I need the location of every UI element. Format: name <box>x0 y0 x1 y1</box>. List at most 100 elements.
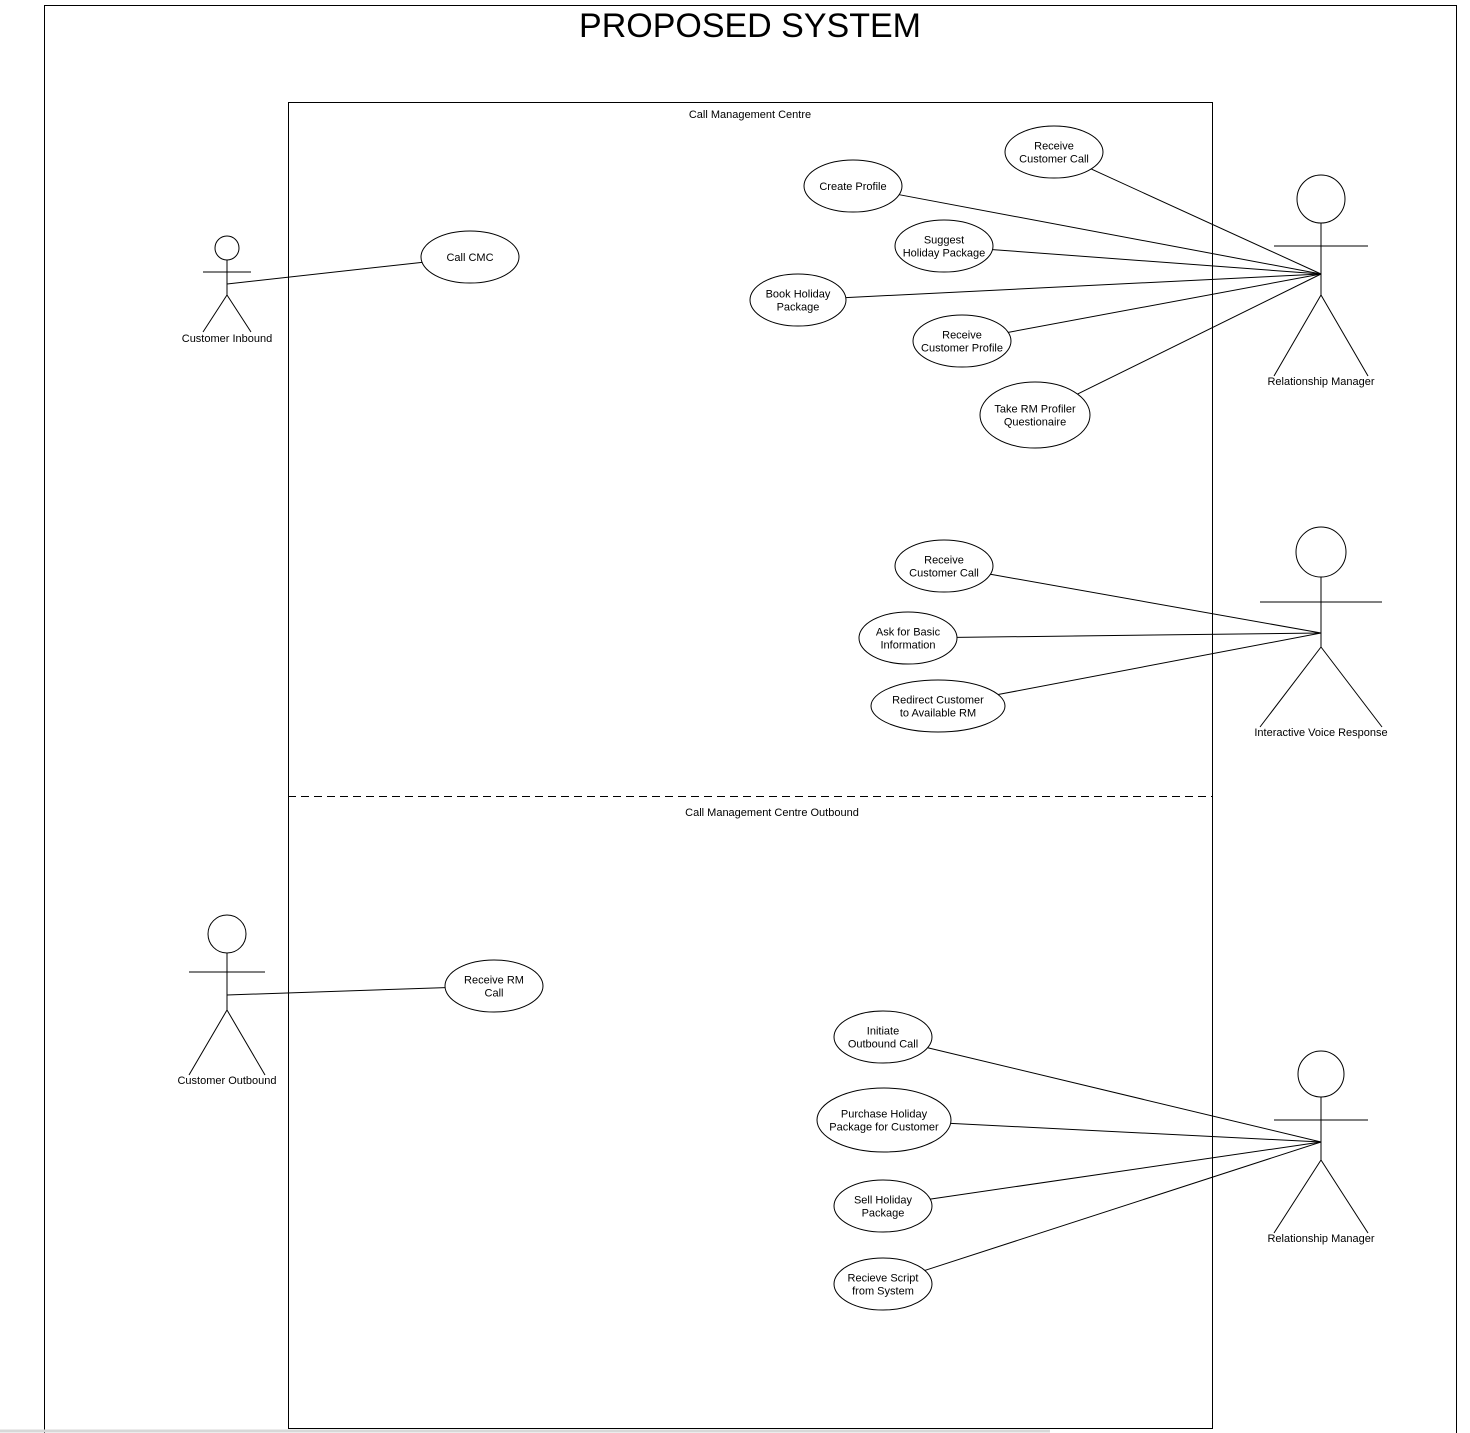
use-case-label: Receive <box>924 555 964 567</box>
use-case-label: Initiate <box>867 1026 899 1038</box>
use-case-ellipse[interactable] <box>894 539 994 593</box>
use-case-ellipse[interactable] <box>444 959 544 1013</box>
association-create-profile <box>899 194 1322 275</box>
association-receive-customer-profile <box>1008 273 1322 333</box>
actor-interactive-voice-response[interactable]: Interactive Voice Response <box>1254 526 1388 739</box>
actor-head <box>1296 174 1346 224</box>
use-case-label: Receive RM <box>464 975 524 987</box>
use-case-label: Package <box>862 1208 905 1220</box>
actor-label: Relationship Manager <box>1267 1233 1374 1245</box>
actor-label: Customer Outbound <box>177 1075 276 1087</box>
use-case-ellipse[interactable] <box>979 381 1091 449</box>
actor-left-leg <box>202 294 228 333</box>
use-case-label: Outbound Call <box>848 1039 918 1051</box>
use-case-ellipse[interactable] <box>1004 125 1104 179</box>
use-case-ellipse[interactable] <box>749 273 847 327</box>
use-case-label: Receive <box>942 330 982 342</box>
use-case-label: Ask for Basic <box>876 627 941 639</box>
association-purchase-holiday-package <box>950 1122 1322 1143</box>
use-case-ellipse[interactable] <box>912 314 1012 368</box>
use-case-ellipse[interactable] <box>833 1257 933 1311</box>
use-case-label: Suggest <box>924 235 964 247</box>
use-case-ellipse[interactable] <box>816 1087 952 1153</box>
use-case-label: Questionaire <box>1004 417 1066 429</box>
use-case-ellipse[interactable] <box>833 1010 933 1064</box>
association-sell-holiday-package <box>930 1141 1322 1200</box>
use-case-label: Create Profile <box>819 181 886 193</box>
actor-left-leg <box>1273 294 1322 377</box>
system-label-outbound: Call Management Centre Outbound <box>685 807 859 819</box>
association-book-holiday-package <box>845 273 1322 299</box>
use-case-label: Receive <box>1034 141 1074 153</box>
use-case-label: from System <box>852 1286 914 1298</box>
use-case-ellipse[interactable] <box>833 1179 933 1233</box>
actor-relationship-manager-inbound[interactable]: Relationship Manager <box>1267 174 1375 388</box>
actor-left-leg <box>1273 1159 1322 1234</box>
association-ask-for-basic-information <box>956 632 1322 638</box>
association-receive-customer-call-ivr <box>990 573 1322 634</box>
use-case-label: Redirect Customer <box>892 695 984 707</box>
use-case-label: Purchase Holiday <box>841 1109 928 1121</box>
association-receive-customer-call-rm <box>1090 168 1322 275</box>
actor-label: Interactive Voice Response <box>1254 727 1387 739</box>
use-case-ellipse[interactable] <box>894 219 994 273</box>
use-case-label: Recieve Script <box>848 1273 919 1285</box>
actor-left-leg <box>188 1009 228 1076</box>
actor-head <box>1295 526 1347 578</box>
use-case-ellipse[interactable] <box>803 159 903 213</box>
actor-right-leg <box>1320 294 1369 377</box>
actor-label: Relationship Manager <box>1267 376 1374 388</box>
use-case-call-cmc[interactable]: Call CMC <box>420 230 520 284</box>
actor-head <box>207 914 247 954</box>
actor-right-leg <box>1320 646 1383 728</box>
use-case-label: Package <box>777 302 820 314</box>
actor-customer-outbound[interactable]: Customer Outbound <box>177 914 277 1087</box>
association-suggest-holiday-package <box>992 249 1322 275</box>
association-receive-rm-call <box>226 987 446 996</box>
use-case-label: Take RM Profiler <box>994 404 1076 416</box>
association-recieve-script-from-system <box>924 1141 1322 1271</box>
use-case-label: Information <box>880 640 935 652</box>
use-case-label: to Available RM <box>900 708 976 720</box>
associations <box>226 168 1322 1271</box>
actor-label: Customer Inbound <box>182 333 273 345</box>
use-case-label: Customer Profile <box>921 343 1003 355</box>
use-case-create-profile[interactable]: Create Profile <box>803 159 903 213</box>
actor-customer-inbound[interactable]: Customer Inbound <box>182 235 273 345</box>
use-case-label: Holiday Package <box>903 248 986 260</box>
use-case-ellipse[interactable] <box>858 611 958 665</box>
use-case-label: Book Holiday <box>766 289 831 301</box>
use-case-ellipse[interactable] <box>870 679 1006 733</box>
use-case-label: Call CMC <box>446 252 493 264</box>
actor-head <box>1297 1050 1345 1098</box>
system-boundary <box>288 102 1213 1429</box>
actor-right-leg <box>226 294 252 333</box>
diagram-title: PROPOSED SYSTEM <box>579 7 921 45</box>
actor-relationship-manager-outbound[interactable]: Relationship Manager <box>1267 1050 1375 1245</box>
actor-left-leg <box>1259 646 1322 728</box>
use-case-label: Call <box>485 988 504 1000</box>
use-case-ellipse[interactable] <box>420 230 520 284</box>
association-take-rm-profiler-questionaire <box>1077 273 1322 395</box>
association-call-cmc <box>226 261 423 285</box>
use-case-label: Customer Call <box>909 568 979 580</box>
association-redirect-customer <box>998 632 1322 696</box>
actor-right-leg <box>226 1009 266 1076</box>
use-case-label: Customer Call <box>1019 154 1089 166</box>
diagram-frame <box>44 5 1457 1433</box>
